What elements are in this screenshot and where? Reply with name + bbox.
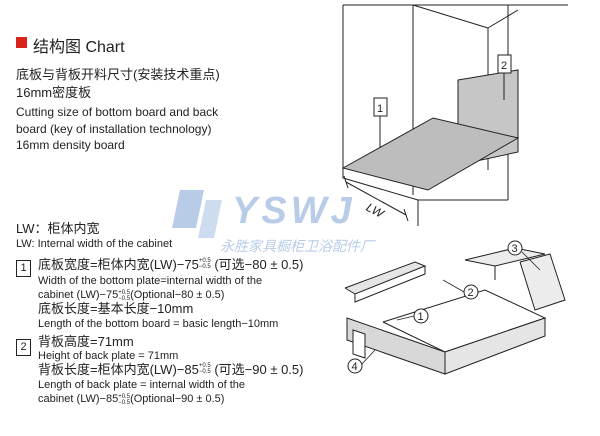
item2-number-box: 2 <box>16 339 31 356</box>
watermark-brand: YSWJ <box>232 190 356 232</box>
item2-height-zh: 背板高度=71mm <box>38 334 134 349</box>
cabinet-label-2: 2 <box>501 60 507 72</box>
item2-height-en: Height of back plate = 71mm <box>38 350 179 362</box>
cabinet-label-1: 1 <box>377 103 383 115</box>
item1-width-tolerance: +0.5−0.5 <box>198 258 211 270</box>
intro-en-line2: board (key of installation technology) <box>16 122 212 136</box>
item1-length-zh: 底板长度=基本长度−10mm <box>38 301 194 316</box>
watermark-sub: 永胜家具橱柜卫浴配件厂 <box>220 238 374 254</box>
lw-zh: LW：柜体内宽 <box>16 221 100 236</box>
item2-length-en1: Length of back plate = internal width of… <box>38 379 246 391</box>
drawer-label-4: 4 <box>352 361 358 373</box>
item1-width-en1: Width of the bottom plate=internal width… <box>38 275 263 287</box>
item1-length-en: Length of the bottom board = basic lengt… <box>38 318 279 330</box>
item1-number-box: 1 <box>16 260 31 277</box>
item2-length-en2: cabinet (LW)−85+0.5−0.5(Optional−90 ± 0.… <box>38 393 225 407</box>
intro-zh-line1: 底板与背板开料尺寸(安装技术重点) <box>16 67 220 82</box>
drawer-label-2: 2 <box>468 287 474 299</box>
drawer-label-3: 3 <box>512 243 518 255</box>
item1-width-zh: 底板宽度=柜体内宽(LW)−75+0.5−0.5 (可选−80 ± 0.5) <box>38 257 304 272</box>
page-title: 结构图 Chart <box>33 39 125 56</box>
bottom-board-shape <box>341 117 520 191</box>
intro-en-line3: 16mm density board <box>16 138 125 152</box>
intro-zh-line2: 16mm密度板 <box>16 85 92 100</box>
header-marker <box>16 37 27 48</box>
item2-length-tolerance: +0.5−0.5 <box>198 363 211 375</box>
lw-en: LW: Internal width of the cabinet <box>16 238 173 250</box>
item1-width-en2: cabinet (LW)−75+0.5−0.5(Optional−80 ± 0.… <box>38 289 225 303</box>
intro-en-line1: Cutting size of bottom board and back <box>16 105 219 119</box>
cabinet-diagram: LW 1 2 <box>341 4 568 226</box>
item2-length-zh: 背板长度=柜体内宽(LW)−85+0.5−0.5 (可选−90 ± 0.5) <box>38 362 304 377</box>
drawer-label-1: 1 <box>418 311 424 323</box>
watermark-logo <box>172 190 222 238</box>
drawer-diagram: 3 2 1 4 <box>344 240 566 375</box>
